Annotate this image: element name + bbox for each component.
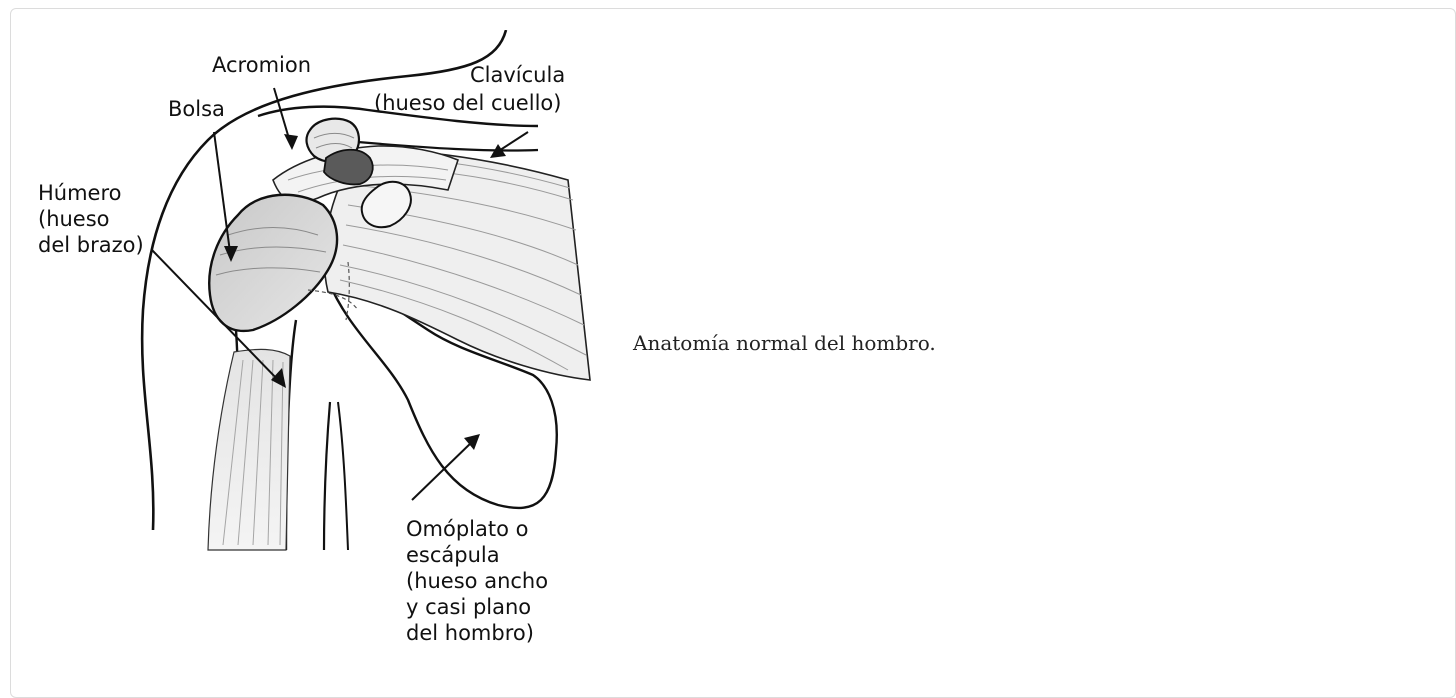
label-omoplato-desc-3: y casi plano [406, 595, 531, 619]
label-omoplato-desc-2: (hueso ancho [406, 569, 548, 593]
label-humero: Húmero [38, 181, 122, 205]
label-humero-desc-1: (hueso [38, 207, 110, 231]
humerus-head [209, 195, 337, 331]
label-omoplato-desc-4: del hombro) [406, 621, 534, 645]
scapula-ridge [324, 402, 330, 550]
label-omoplato-desc-1: escápula [406, 543, 500, 567]
figure-caption: Anatomía normal del hombro. [633, 331, 936, 355]
shoulder-anatomy-figure: Acromion Clavícula (hueso del cuello) Bo… [28, 30, 600, 670]
scapula-inner-ridge [338, 402, 348, 550]
label-omoplato: Omóplato o [406, 517, 528, 541]
bursa-sac [324, 150, 373, 185]
label-clavicula-desc: (hueso del cuello) [374, 91, 561, 115]
label-acromion: Acromion [212, 53, 311, 77]
label-clavicula: Clavícula [470, 63, 565, 87]
label-bolsa: Bolsa [168, 97, 225, 121]
label-humero-desc-2: del brazo) [38, 233, 144, 257]
shoulder-anatomy-drawing: Acromion Clavícula (hueso del cuello) Bo… [28, 30, 600, 670]
